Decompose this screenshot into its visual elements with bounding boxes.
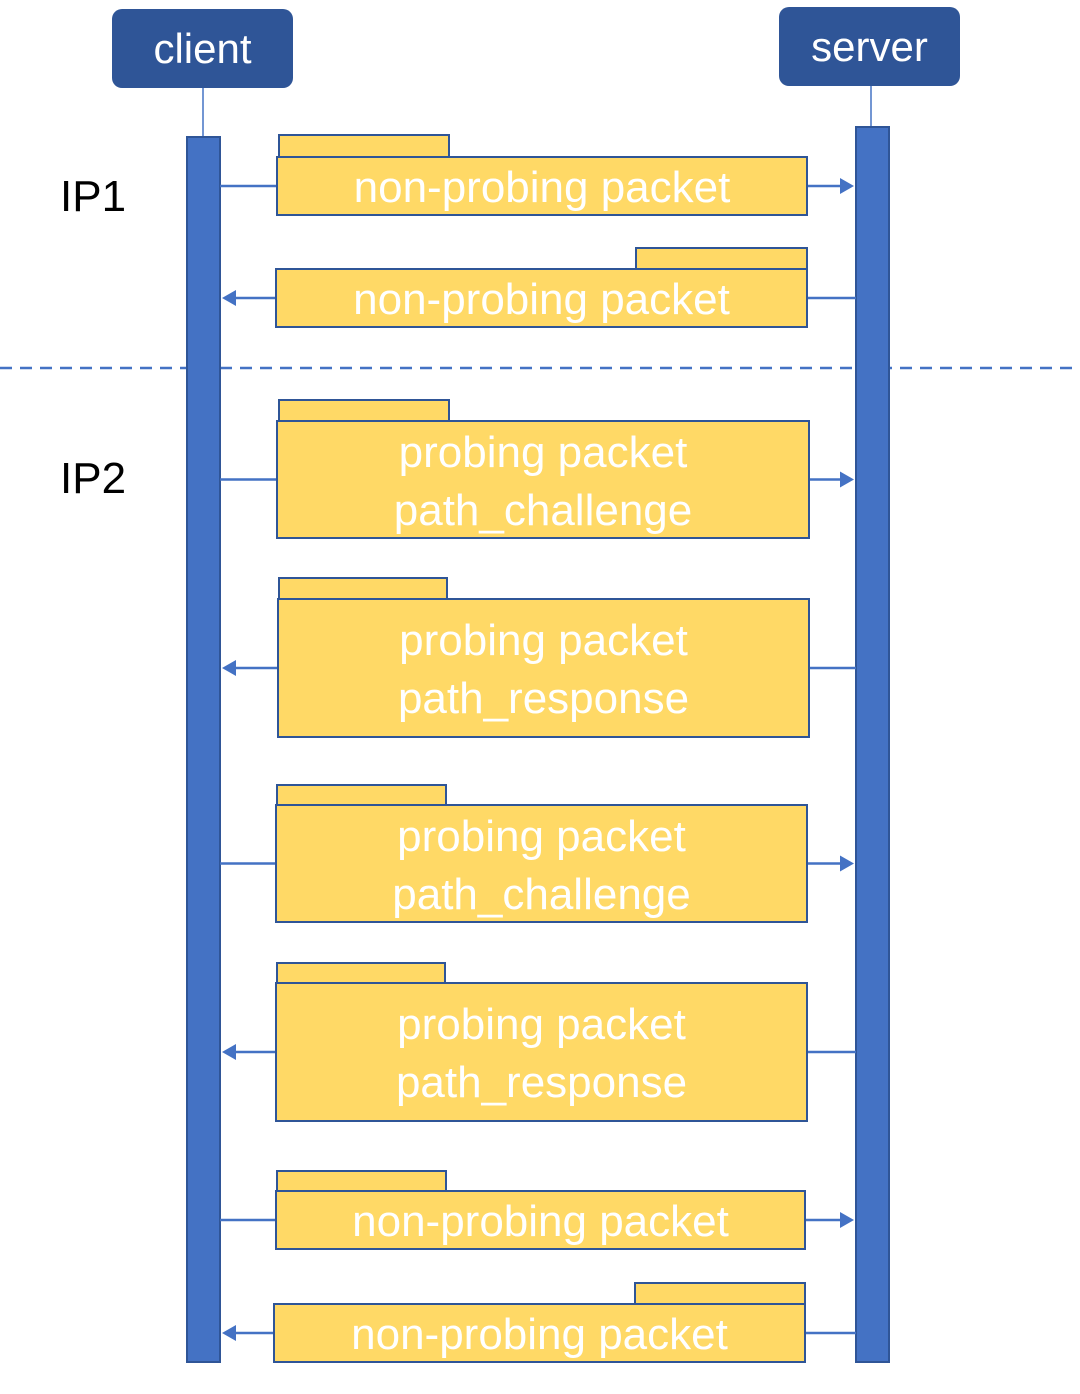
server-actor: server: [779, 7, 960, 86]
packet-type-label: non-probing packet: [351, 1310, 728, 1359]
packet-body: [275, 804, 808, 923]
packet-body: [273, 1303, 806, 1363]
packet-tab: [635, 247, 808, 270]
packet-type-label: probing packet: [397, 811, 686, 861]
packet-type-label: non-probing packet: [352, 1197, 729, 1246]
packet-label: probing packet path_challenge: [276, 808, 807, 924]
arrow-head: [840, 1212, 854, 1228]
packet-body: [276, 420, 810, 539]
packet-tab: [276, 784, 447, 806]
packet-tab: [276, 1170, 447, 1192]
packet-label: non-probing packet: [277, 159, 807, 217]
arrow-head: [222, 1325, 236, 1341]
packet-message: [220, 399, 854, 539]
packet-type-label: probing packet: [397, 1000, 686, 1049]
packet-message: [220, 1170, 854, 1250]
packet-frame-label: path_response: [395, 1058, 688, 1107]
packet-body: [276, 156, 808, 216]
packet-frame-label: path_challenge: [393, 485, 693, 535]
packet-tab: [276, 962, 446, 984]
packet-message: [220, 784, 854, 923]
arrow-head: [840, 855, 854, 872]
packet-message: [220, 134, 854, 216]
server-actor-label: server: [811, 22, 928, 70]
packet-label: non-probing packet: [276, 271, 807, 329]
packet-tab: [278, 577, 448, 600]
packet-label: non-probing packet: [276, 1193, 805, 1251]
arrow-head: [222, 1044, 236, 1060]
packet-type-label: non-probing packet: [353, 163, 731, 212]
client-actor-label: client: [153, 24, 252, 72]
packet-frame-label: path_challenge: [392, 869, 691, 919]
packet-label: probing packet path_response: [276, 996, 807, 1112]
messages-layer: [220, 134, 856, 1363]
packet-body: [275, 982, 808, 1122]
packet-label: non-probing packet: [274, 1306, 805, 1364]
section-label-ip2: IP2: [60, 454, 127, 503]
packet-tab: [634, 1282, 806, 1305]
packet-frame-label: path_response: [397, 674, 690, 723]
packet-type-label: probing packet: [399, 616, 688, 665]
arrow-head: [222, 290, 236, 306]
packet-message: [222, 247, 856, 328]
packet-body: [275, 268, 808, 328]
server-lifeline: [855, 126, 890, 1363]
packet-label: probing packet path_challenge: [277, 424, 809, 540]
packet-body: [275, 1190, 806, 1250]
client-lifeline: [186, 136, 221, 1363]
arrow-head: [222, 660, 236, 676]
packet-label: probing packet path_response: [278, 612, 809, 728]
client-actor: client: [112, 9, 293, 88]
packet-type-label: probing packet: [398, 427, 688, 477]
arrow-head: [840, 178, 854, 194]
packet-tab: [278, 399, 450, 422]
packet-body: [277, 598, 810, 738]
packet-message: [222, 577, 856, 738]
packet-tab: [278, 134, 450, 158]
arrow-head: [840, 471, 854, 488]
packet-type-label: non-probing packet: [353, 275, 730, 324]
packet-message: [222, 1282, 856, 1363]
section-label-ip1: IP1: [60, 172, 127, 221]
packet-message: [222, 962, 856, 1122]
